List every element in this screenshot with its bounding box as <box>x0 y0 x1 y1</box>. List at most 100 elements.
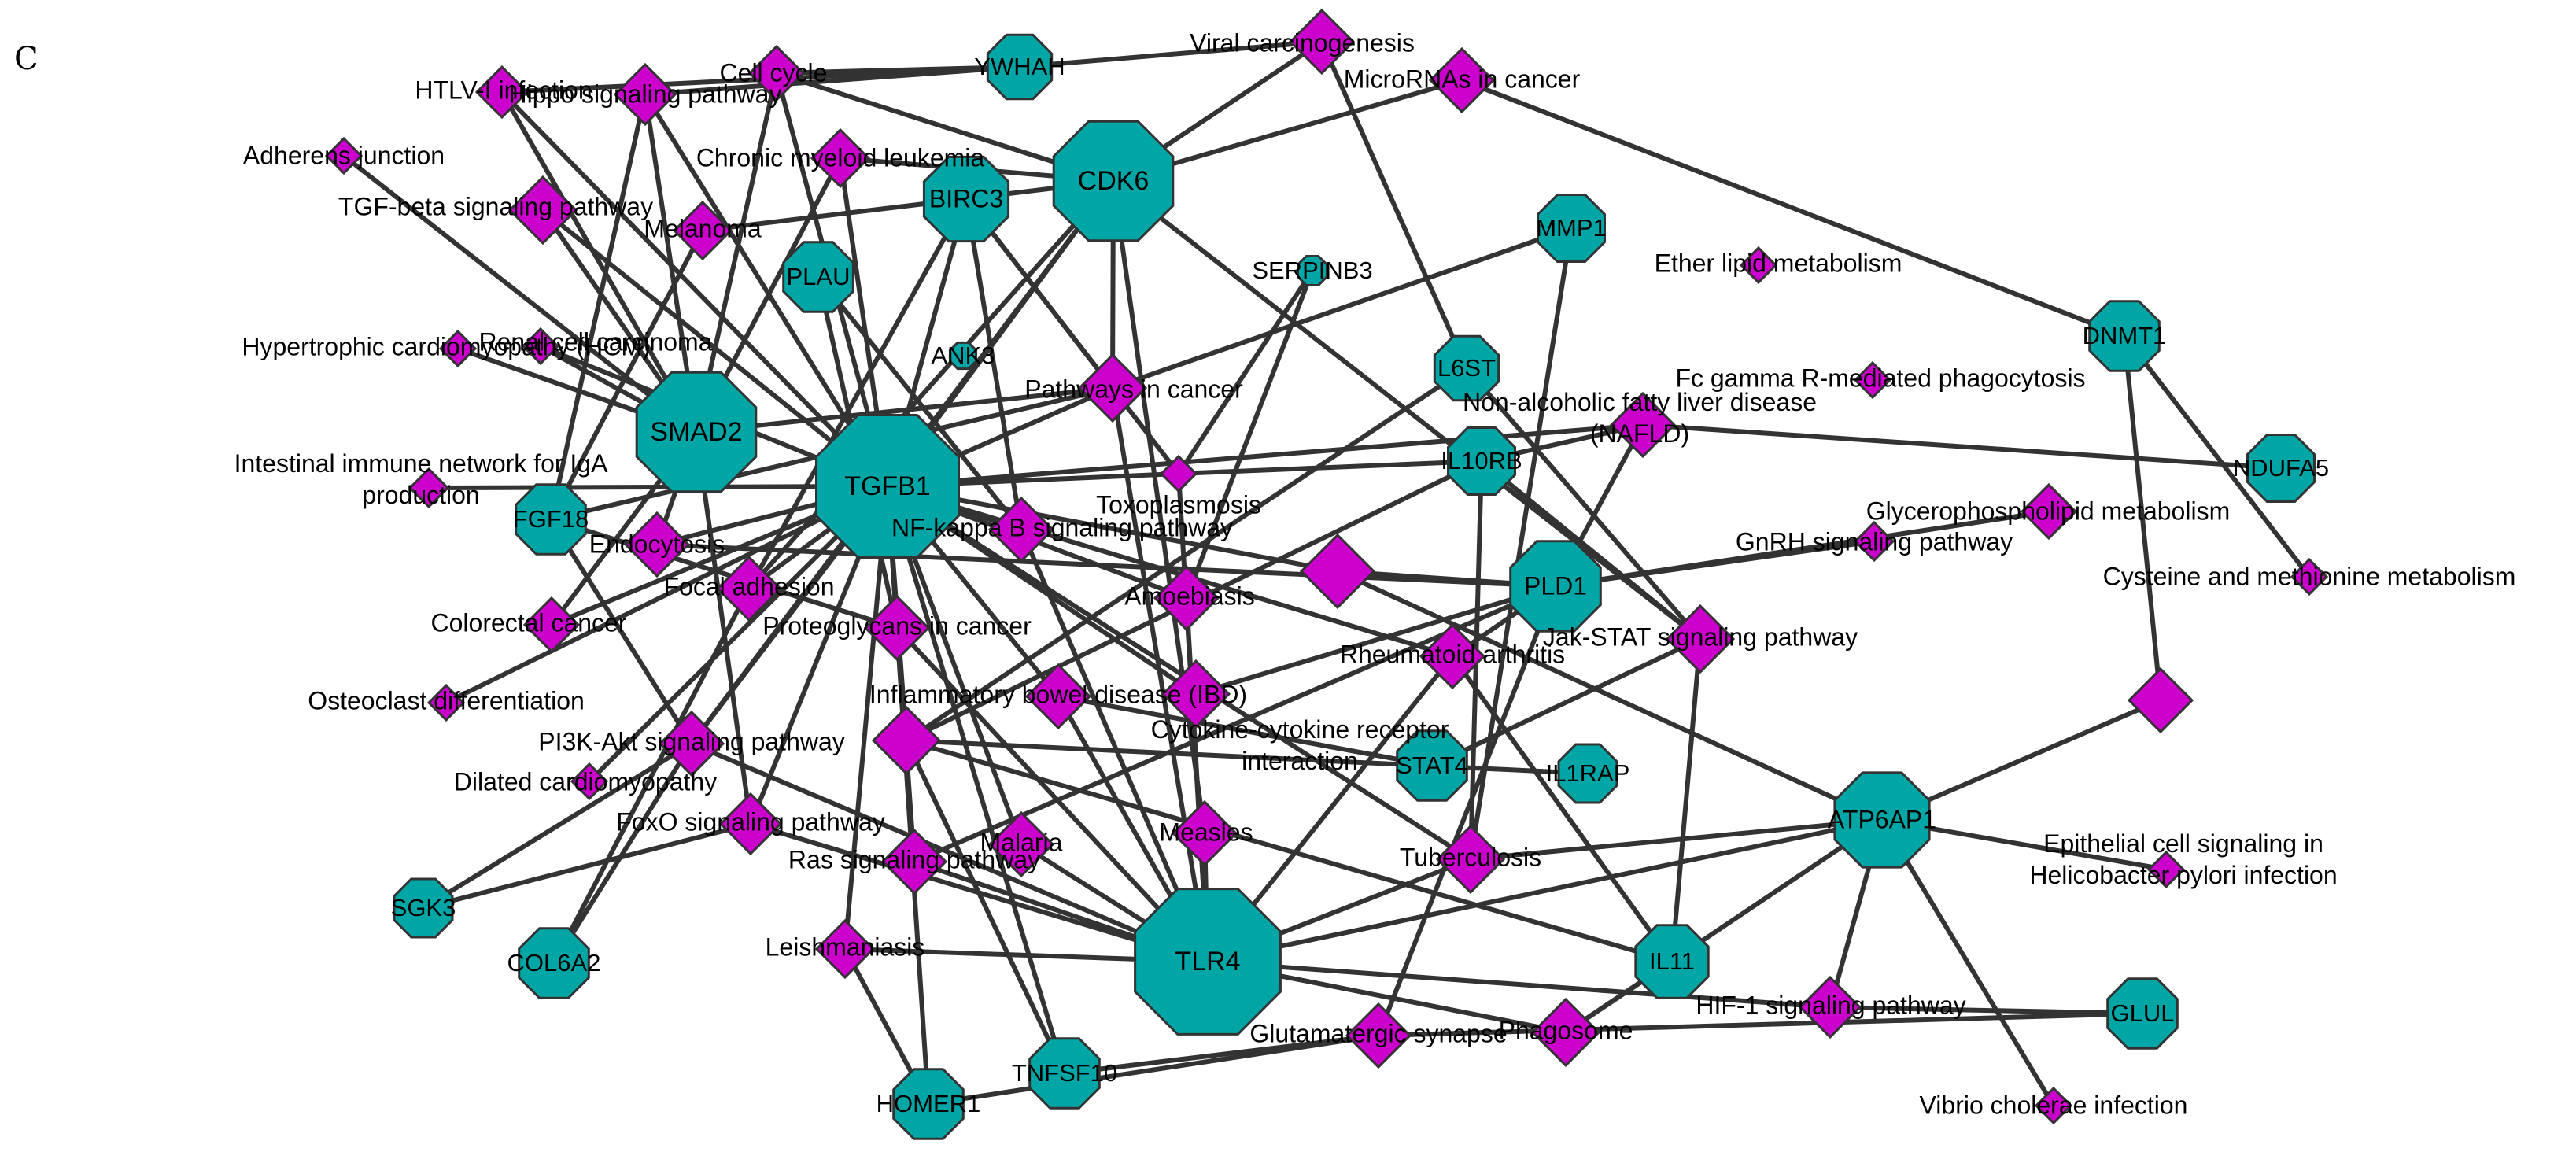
gene-node-il11[interactable] <box>1634 924 1710 999</box>
gene-node-col6a2[interactable] <box>518 927 590 999</box>
pathway-node-gnrh[interactable] <box>1853 520 1895 563</box>
gene-node-mmp1[interactable] <box>1537 194 1606 263</box>
gene-label-sgk3: SGK3 <box>391 894 456 921</box>
gene-node-tlr4[interactable] <box>1134 888 1282 1036</box>
gene-node-smad2[interactable] <box>635 371 758 493</box>
pathway-node-unlabeled3[interactable] <box>2127 666 2194 734</box>
edge-toxo-IL10RB <box>1178 459 1482 476</box>
edge-jakstat-IL11 <box>1670 638 1703 962</box>
gene-node-homer1[interactable] <box>892 1068 965 1140</box>
pathway-node-glycero[interactable] <box>2020 482 2078 541</box>
gene-label-col6a2: COL6A2 <box>507 949 601 977</box>
pathway-label-osteoclast: Osteoclast differentiation <box>308 686 585 714</box>
pathway-node-intestinal[interactable] <box>408 467 450 509</box>
pathway-node-measles[interactable] <box>1171 799 1238 867</box>
pathway-node-cellcycle[interactable] <box>747 44 806 102</box>
edge-foxo-TLR4 <box>750 822 1209 964</box>
pathway-node-viral[interactable] <box>1288 8 1356 76</box>
pathway-label-mirna: MicroRNAs in cancer <box>1344 65 1581 93</box>
pathway-node-nfkb[interactable] <box>987 496 1055 563</box>
pathway-node-cysteine[interactable] <box>2290 557 2329 596</box>
gene-node-atp6ap1[interactable] <box>1833 771 1931 869</box>
pathway-node-proteo[interactable] <box>863 594 931 662</box>
pathway-node-unlabeled2[interactable] <box>1161 659 1231 729</box>
pathway-node-jakstat[interactable] <box>1665 604 1736 674</box>
gene-node-stat4[interactable] <box>1396 729 1468 802</box>
pathway-node-dilated[interactable] <box>570 762 609 801</box>
pathway-node-osteoclast[interactable] <box>426 683 466 722</box>
edge-osteoclast-TGFB1 <box>445 484 889 705</box>
edge-leish-TGFB1 <box>843 486 890 950</box>
pathway-node-vibrio[interactable] <box>2034 1086 2073 1125</box>
gene-node-fgf18[interactable] <box>515 483 587 556</box>
gene-node-il1rap[interactable] <box>1557 743 1618 804</box>
pathway-node-adherens[interactable] <box>324 136 364 175</box>
pathway-node-endocytosis[interactable] <box>623 511 691 578</box>
pathway-node-etherlipid[interactable] <box>1739 246 1778 285</box>
gene-node-ndufa5[interactable] <box>2246 434 2316 503</box>
gene-node-pld1[interactable] <box>1509 540 1602 633</box>
pathway-node-amoebiasis[interactable] <box>1153 564 1220 632</box>
pathway-node-ras[interactable] <box>880 828 948 895</box>
gene-node-glul[interactable] <box>2106 977 2179 1050</box>
edge-ibd-STAT4 <box>1057 694 1433 768</box>
pathway-label-nafld: Non-alcoholic fatty liver disease(NAFLD) <box>1463 388 1817 448</box>
edge-pathcancer-TLR4 <box>1110 387 1210 962</box>
edge-htlv-SMAD2 <box>500 90 699 434</box>
pathway-node-hcm[interactable] <box>438 329 478 368</box>
gene-node-birc3[interactable] <box>922 155 1010 243</box>
gene-node-tnfsf10[interactable] <box>1028 1037 1101 1110</box>
edge-pathcancer-SMAD2 <box>696 386 1113 434</box>
edge-toxo-SERPINB3 <box>1176 269 1315 475</box>
pathway-node-phagosome[interactable] <box>1530 997 1601 1068</box>
pathway-node-cytokine[interactable] <box>871 705 942 776</box>
pathway-node-epithelial[interactable] <box>2146 850 2186 889</box>
gene-node-dnmt1[interactable] <box>2088 300 2161 372</box>
pathway-node-hif1[interactable] <box>1798 975 1862 1039</box>
edge-pi3k-SGK3 <box>422 741 693 910</box>
pathway-label-renal: Renal cell carcinoma <box>478 327 712 356</box>
gene-node-ywhah[interactable] <box>986 33 1054 101</box>
pathway-label-rheum: Rheumatoid arthritis <box>1340 640 1565 668</box>
gene-node-serpinb3[interactable] <box>1297 255 1328 286</box>
pathway-node-unlabeled1[interactable] <box>1299 533 1376 610</box>
pathway-node-colorectal[interactable] <box>522 596 581 654</box>
gene-node-plau[interactable] <box>782 241 854 313</box>
gene-node-cdk6[interactable] <box>1052 120 1175 242</box>
edge-pathcancer-MMP1 <box>1112 226 1572 390</box>
pathway-node-malaria[interactable] <box>987 810 1055 878</box>
pathway-label-glutamatergic: Glutamatergic synapse <box>1249 1019 1507 1047</box>
pathway-node-cml[interactable] <box>810 127 871 189</box>
pathway-label-measles: Measles <box>1159 818 1253 846</box>
gene-label-pld1: PLD1 <box>1524 571 1587 600</box>
gene-node-l6st[interactable] <box>1433 334 1500 402</box>
pathway-label-foxo: FoxO signaling pathway <box>616 807 885 836</box>
pathway-node-leish[interactable] <box>814 918 876 980</box>
pathway-node-melanoma[interactable] <box>672 200 733 261</box>
pathway-label-endocytosis: Endocytosis <box>589 530 725 558</box>
pathway-node-tgfbeta[interactable] <box>507 175 578 246</box>
pathway-node-toxo[interactable] <box>1159 454 1198 493</box>
pathway-node-htlv[interactable] <box>474 65 530 120</box>
pathway-node-nafld[interactable] <box>1609 391 1677 459</box>
pathway-node-rheum[interactable] <box>1419 622 1486 690</box>
gene-node-tgfb1[interactable] <box>815 414 960 559</box>
pathway-node-pi3k[interactable] <box>658 710 725 777</box>
pathway-node-focal[interactable] <box>715 555 783 622</box>
pathway-node-pathcancer[interactable] <box>1077 353 1148 423</box>
pathway-node-tuberculosis[interactable] <box>1435 824 1506 895</box>
pathway-node-mirna[interactable] <box>1428 46 1496 114</box>
gene-node-il10rb[interactable] <box>1447 426 1516 496</box>
pathway-node-renal[interactable] <box>521 327 560 366</box>
pathway-label-leish: Leishmaniasis <box>766 932 925 961</box>
edge-viral-YWHAH <box>1019 39 1323 69</box>
pathway-node-fcgamma[interactable] <box>1853 360 1892 400</box>
pathway-node-glutamatergic[interactable] <box>1345 1002 1412 1069</box>
pathway-node-foxo[interactable] <box>718 792 783 856</box>
pathway-node-hippo[interactable] <box>613 62 677 127</box>
pathway-node-ibd[interactable] <box>1024 663 1092 730</box>
gene-node-sgk3[interactable] <box>393 877 454 939</box>
gene-node-ank3[interactable] <box>948 341 978 371</box>
pathway-label-colorectal: Colorectal cancer <box>431 608 627 637</box>
